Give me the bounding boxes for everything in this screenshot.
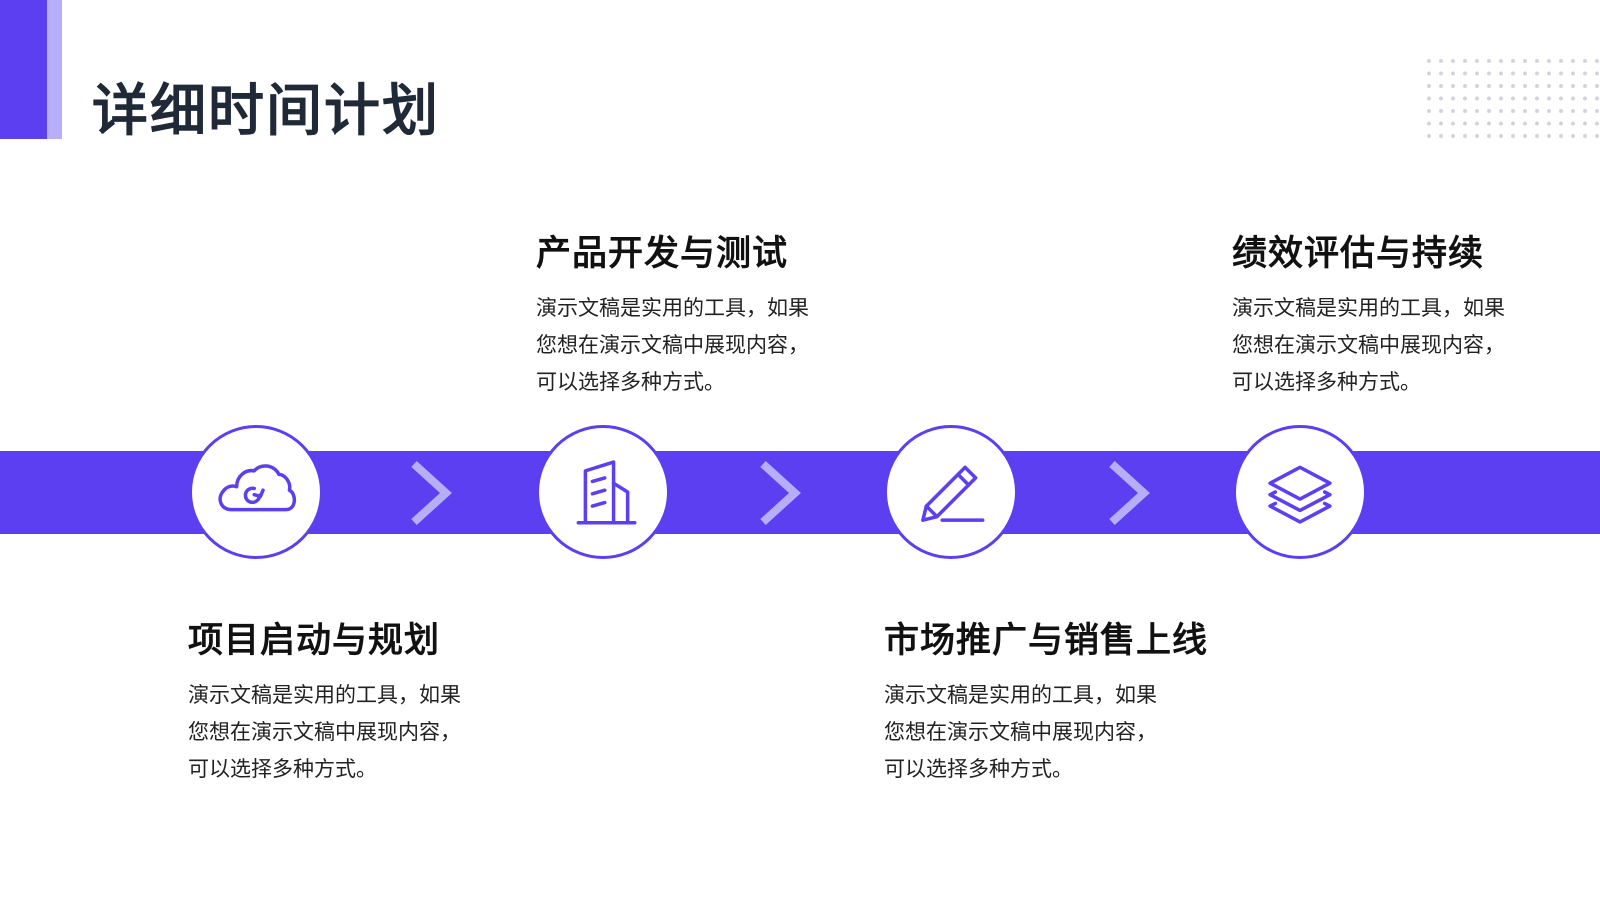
step-4-title: 绩效评估与持续: [1232, 234, 1485, 274]
chevron-right-icon: [411, 461, 452, 525]
cloud-refresh-icon: [218, 464, 297, 512]
step-4-description: 演示文稿是实用的工具，如果您想在演示文稿中展现内容，可以选择多种方式。: [1232, 296, 1505, 394]
step-4-icon-circle: [1233, 425, 1367, 559]
step-2-block: 产品开发与测试 演示文稿是实用的工具，如果您想在演示文稿中展现内容，可以选择多种…: [536, 225, 836, 401]
page-title: 详细时间计划: [92, 79, 440, 144]
step-1-block: 项目启动与规划 演示文稿是实用的工具，如果您想在演示文稿中展现内容，可以选择多种…: [188, 612, 488, 788]
step-2-icon-circle: [536, 425, 670, 559]
step-2-title: 产品开发与测试: [536, 234, 789, 274]
title-accent-bar-light: [47, 0, 62, 139]
decorative-dot-grid: [1427, 59, 1599, 138]
title-accent-bar: [0, 0, 47, 139]
step-2-description: 演示文稿是实用的工具，如果您想在演示文稿中展现内容，可以选择多种方式。: [536, 296, 809, 394]
layers-icon: [1268, 465, 1332, 524]
chevron-right-icon: [1109, 461, 1150, 525]
step-1-icon-circle: [189, 425, 323, 559]
step-1-title: 项目启动与规划: [188, 621, 441, 661]
step-4-block: 绩效评估与持续 演示文稿是实用的工具，如果您想在演示文稿中展现内容，可以选择多种…: [1232, 225, 1532, 401]
step-3-icon-circle: [884, 425, 1018, 559]
step-3-title: 市场推广与销售上线: [884, 621, 1209, 661]
building-icon: [576, 460, 637, 525]
chevron-right-icon: [760, 461, 801, 525]
pencil-icon: [921, 465, 985, 522]
step-3-block: 市场推广与销售上线 演示文稿是实用的工具，如果您想在演示文稿中展现内容，可以选择…: [884, 612, 1209, 788]
step-1-description: 演示文稿是实用的工具，如果您想在演示文稿中展现内容，可以选择多种方式。: [188, 683, 461, 781]
step-3-description: 演示文稿是实用的工具，如果您想在演示文稿中展现内容，可以选择多种方式。: [884, 683, 1157, 781]
